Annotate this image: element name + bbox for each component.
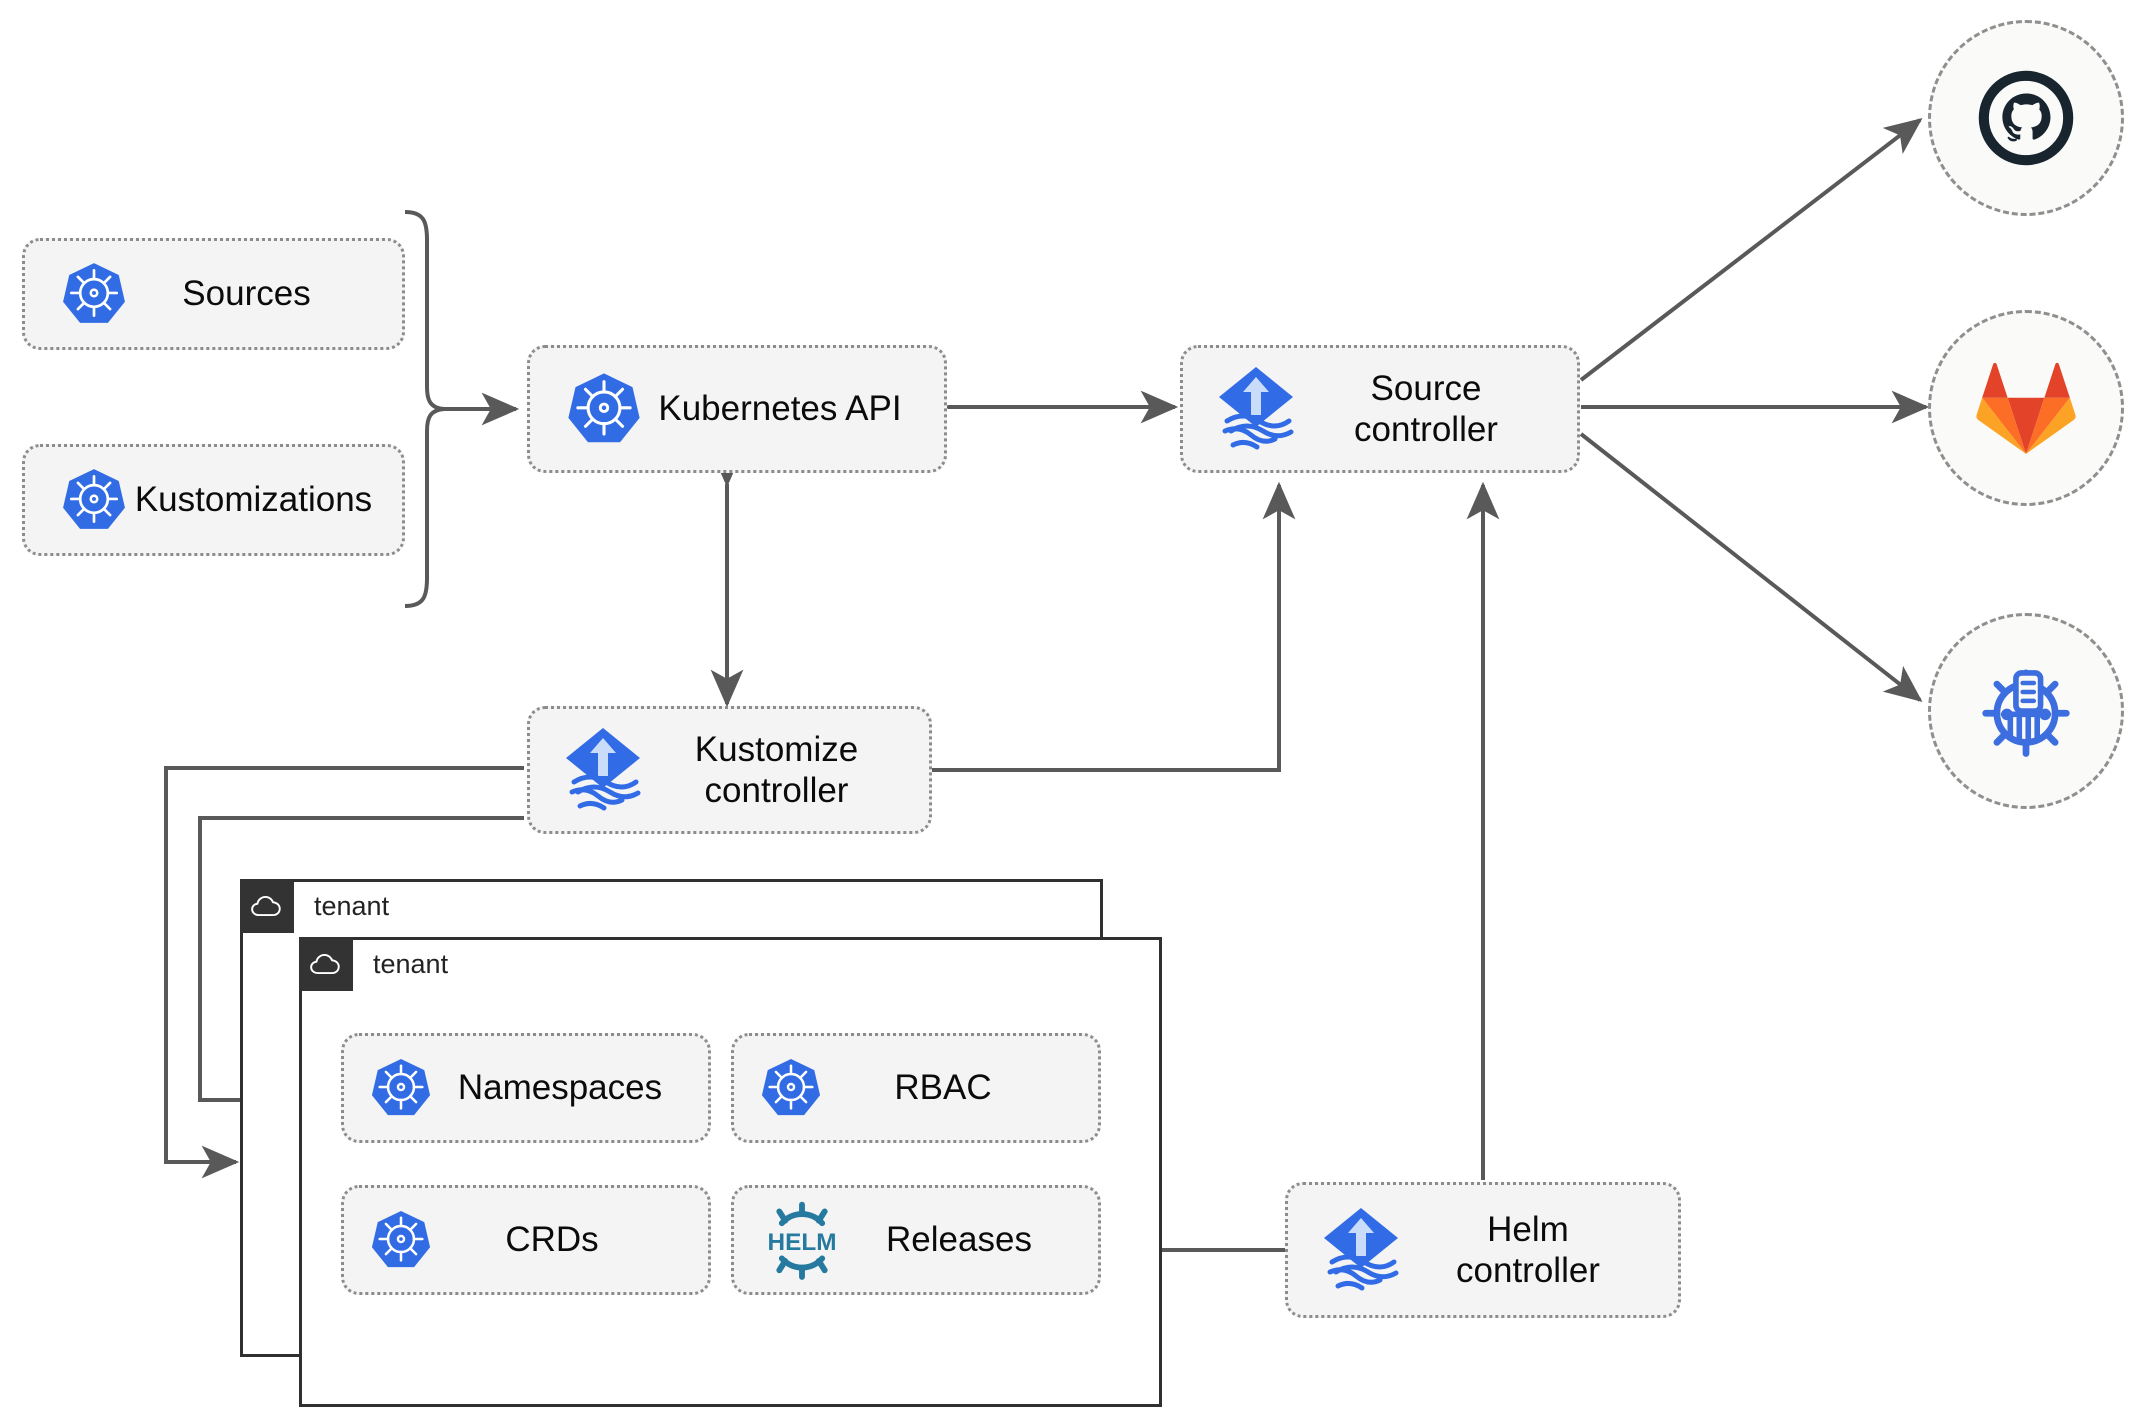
- tenant-label: tenant: [373, 948, 449, 979]
- node-source-controller[interactable]: Source controller: [1180, 345, 1580, 473]
- gitlab-icon: [1976, 362, 2076, 454]
- kubernetes-icon: [61, 467, 127, 533]
- node-kustomizations[interactable]: Kustomizations: [22, 444, 405, 556]
- helm-wordmark: HELM: [768, 1229, 837, 1256]
- flux-icon: [1318, 1204, 1404, 1296]
- node-kubernetes-api[interactable]: Kubernetes API: [527, 345, 947, 473]
- cloud-icon: [299, 937, 353, 991]
- node-crds[interactable]: CRDs: [341, 1185, 711, 1295]
- kubernetes-icon: [370, 1057, 432, 1119]
- github-icon: [1978, 70, 2074, 166]
- edge-kustomize-to-source: [932, 481, 1296, 772]
- node-helm-controller[interactable]: Helm controller: [1285, 1182, 1681, 1318]
- edge-source-to-github: [1579, 118, 1923, 382]
- tenant-label: tenant: [314, 890, 390, 921]
- node-label: Releases: [886, 1220, 1032, 1260]
- cloud-icon: [240, 879, 294, 933]
- kubernetes-icon: [61, 261, 127, 327]
- kubernetes-icon: [370, 1209, 432, 1271]
- repo-helm-repository[interactable]: [1928, 613, 2124, 809]
- node-rbac[interactable]: RBAC: [731, 1033, 1101, 1143]
- repo-github[interactable]: [1928, 20, 2124, 216]
- node-releases[interactable]: HELM Releases: [731, 1185, 1101, 1295]
- edge-bracket: [404, 210, 445, 608]
- helm-repository-icon: [1982, 669, 2070, 757]
- kubernetes-icon: [566, 371, 642, 447]
- node-kustomize-controller[interactable]: Kustomize controller: [527, 706, 932, 834]
- node-label: Helm controller: [1456, 1209, 1600, 1290]
- node-sources[interactable]: Sources: [22, 238, 405, 350]
- node-namespaces[interactable]: Namespaces: [341, 1033, 711, 1143]
- helm-icon: HELM: [760, 1198, 844, 1282]
- node-label: Namespaces: [457, 1068, 663, 1108]
- node-label: Sources: [182, 274, 311, 314]
- node-label: Kustomizations: [134, 480, 373, 520]
- node-label: Source controller: [1354, 368, 1498, 449]
- node-label: RBAC: [894, 1068, 992, 1108]
- flux-icon: [560, 724, 646, 816]
- tenant-tab: tenant: [240, 879, 389, 933]
- edge-source-to-registry: [1579, 432, 1923, 702]
- tenant-container-front[interactable]: tenant: [299, 937, 1162, 1407]
- flux-icon: [1213, 363, 1299, 455]
- node-label: Kubernetes API: [658, 389, 902, 429]
- repo-gitlab[interactable]: [1928, 310, 2124, 506]
- node-label: Kustomize controller: [694, 729, 859, 810]
- tenant-tab: tenant: [299, 937, 448, 991]
- node-label: CRDs: [505, 1220, 599, 1260]
- kubernetes-icon: [760, 1057, 822, 1119]
